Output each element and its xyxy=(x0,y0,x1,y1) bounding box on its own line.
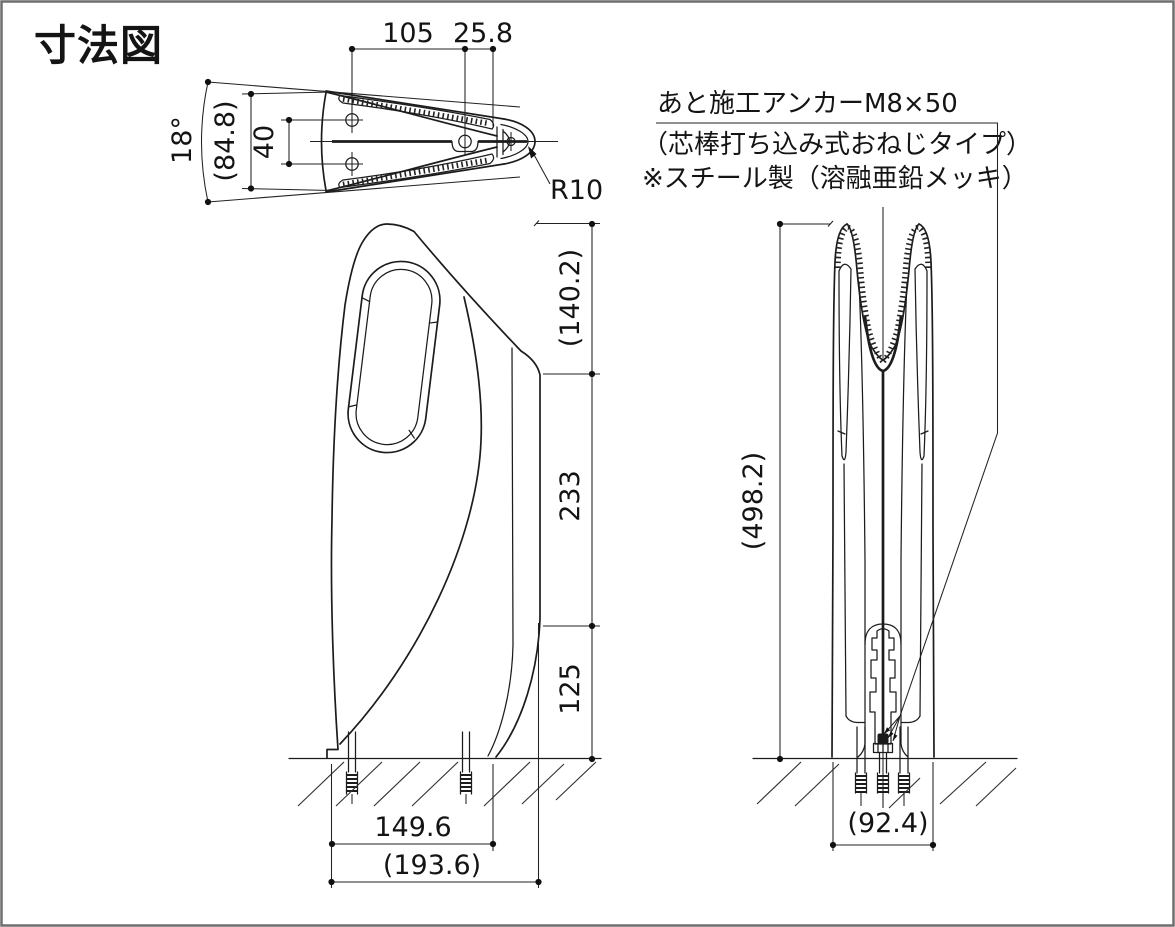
base-recess-dome xyxy=(864,623,902,645)
dim-label-125: 125 xyxy=(555,663,586,715)
dim-label-25-8: 25.8 xyxy=(453,18,513,49)
side-ground-hatch xyxy=(297,761,597,807)
right-crown-hatch xyxy=(881,224,931,364)
side-sweep-edge xyxy=(339,296,483,745)
front-left-inner-edge xyxy=(857,281,866,758)
top-view-left-arc xyxy=(320,91,327,192)
r10-arrowhead xyxy=(528,146,537,159)
dim-label-233: 233 xyxy=(555,470,586,522)
front-ground-hatch xyxy=(756,761,1017,809)
left-crown-hatch xyxy=(835,224,885,364)
dim-label-18deg: 18° xyxy=(167,116,198,164)
front-left-outer-edge xyxy=(831,223,848,758)
side-outline xyxy=(326,223,541,759)
anchor-note-line1: あと施工アンカーM8×50 xyxy=(657,89,958,119)
side-view xyxy=(288,223,602,807)
tip-outer-arc xyxy=(503,118,536,165)
front-view-dimensions: (498.2) (92.4) xyxy=(738,220,937,851)
lower-arm-pad-hatch xyxy=(342,157,490,188)
saddle-far-crest xyxy=(863,315,903,373)
dim-label-r10: R10 xyxy=(550,175,603,206)
top-view-dimensions: 105 25.8 (84.8) 40 18° R10 xyxy=(167,18,603,206)
front-right-inner-edge xyxy=(900,281,909,758)
front-right-outer-edge xyxy=(918,223,935,758)
base-recess-insert xyxy=(869,628,897,745)
page-title: 寸法図 xyxy=(34,21,163,70)
front-anchor-bolts xyxy=(854,726,911,808)
dim-label-92-4: (92.4) xyxy=(847,808,928,839)
dim-label-105: 105 xyxy=(382,18,434,49)
side-rear-inner-edge xyxy=(487,347,514,757)
upper-arm-pad-hatch xyxy=(342,96,490,127)
dim-label-149-6: 149.6 xyxy=(374,812,451,843)
dim-label-193-6: (193.6) xyxy=(383,850,481,881)
side-anchor-bolts xyxy=(345,731,473,804)
dim-label-40: 40 xyxy=(249,125,280,159)
side-view-dimensions: (140.2) 233 125 149.6 (193.6) xyxy=(328,220,600,888)
handle-cutout xyxy=(347,260,441,454)
dim-label-140-2: (140.2) xyxy=(555,249,586,347)
center-anchor-head xyxy=(872,733,894,754)
annotation-leader-line xyxy=(656,122,999,717)
front-view xyxy=(752,207,1018,809)
upper-arm-outer-edge xyxy=(325,90,505,120)
dim-label-84-8: (84.8) xyxy=(210,100,241,181)
front-pad-slivers xyxy=(837,263,929,717)
anchor-note-line3: ※スチール製（溶融亜鉛メッキ） xyxy=(642,164,1028,194)
tip-inner-arc xyxy=(500,123,529,160)
dim-label-498-2: (498.2) xyxy=(738,452,769,550)
anchor-note-line2: （芯棒打ち込み式おねじタイプ） xyxy=(642,130,1032,160)
anchor-annotation: あと施工アンカーM8×50 （芯棒打ち込み式おねじタイプ） ※スチール製（溶融亜… xyxy=(642,89,1032,742)
top-view xyxy=(310,90,558,193)
lower-arm-outer-edge xyxy=(325,163,505,193)
